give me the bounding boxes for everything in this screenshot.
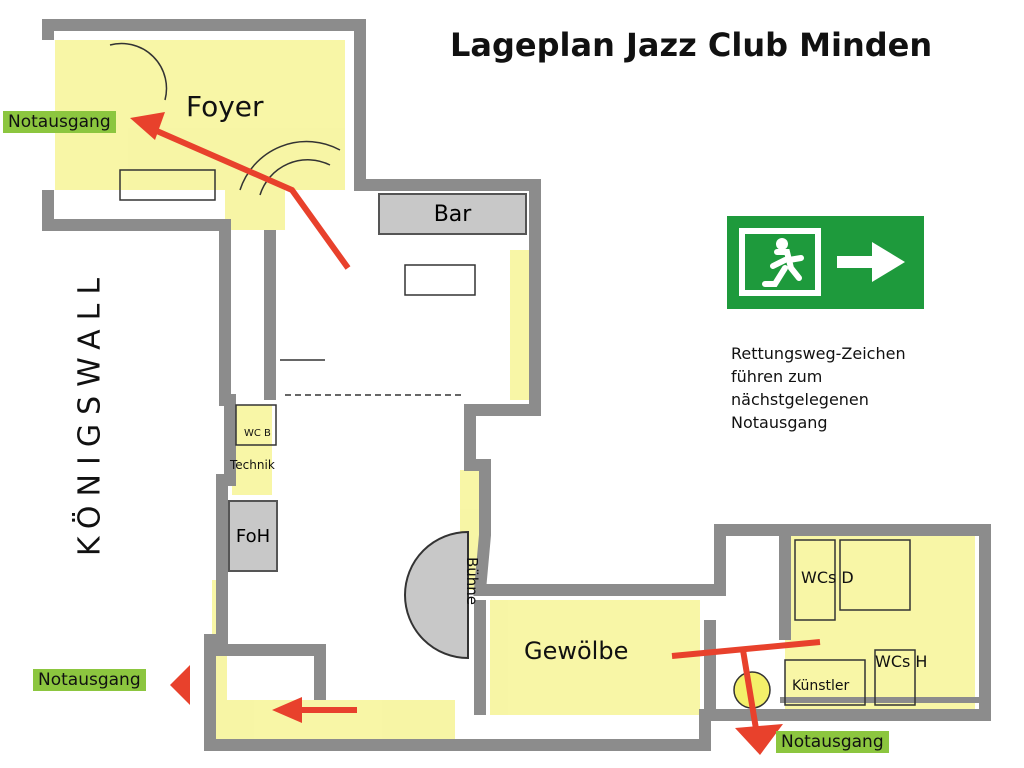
room-bar: Bar xyxy=(378,193,527,235)
room-bar-label: Bar xyxy=(433,201,472,227)
room-gewoelbe: Gewölbe xyxy=(524,637,629,665)
legend-line: Rettungsweg-Zeichen xyxy=(731,344,906,363)
exit-label-foyer: Notausgang xyxy=(3,111,116,133)
escape-route-foyer xyxy=(148,125,351,270)
exit-label-bottom-left: Notausgang xyxy=(33,669,146,691)
arrow-head-icon xyxy=(130,112,165,140)
escape-route-bottom-right xyxy=(740,649,760,736)
arrow-right-icon xyxy=(837,242,905,282)
room-wcs-d: WCs D xyxy=(801,568,854,587)
emergency-exit-sign xyxy=(727,216,924,309)
arrow-head-icon xyxy=(735,724,783,755)
escape-route-gewoelbe xyxy=(671,639,821,659)
exit-label-bottom-right: Notausgang xyxy=(776,731,889,753)
legend-note: Rettungsweg-Zeichen führen zum nächstgel… xyxy=(731,342,971,434)
room-highlights xyxy=(55,40,975,740)
walls xyxy=(42,19,991,751)
running-man-exit-icon xyxy=(739,228,905,296)
arrow-head-icon xyxy=(272,697,302,723)
arrow-heads xyxy=(130,112,783,755)
room-technik: Technik xyxy=(230,458,275,472)
arrow-head-icon xyxy=(170,665,190,705)
room-foh-label: FoH xyxy=(235,525,271,547)
room-buehne: Bühne xyxy=(463,556,482,606)
room-foyer: Foyer xyxy=(186,90,264,123)
legend-line: Notausgang xyxy=(731,413,828,432)
stage-shape xyxy=(404,530,469,660)
legend-line: nächstgelegenen xyxy=(731,390,869,409)
page-title: Lageplan Jazz Club Minden xyxy=(450,26,933,64)
room-wcs-h: WCs H xyxy=(875,652,928,671)
escape-routes xyxy=(148,125,821,736)
room-kuenstler: Künstler xyxy=(792,678,850,694)
street-label: KÖNIGSWALL xyxy=(72,268,108,557)
room-foh: FoH xyxy=(228,500,278,572)
legend-line: führen zum xyxy=(731,367,823,386)
room-wc-b: WC B xyxy=(244,428,271,439)
